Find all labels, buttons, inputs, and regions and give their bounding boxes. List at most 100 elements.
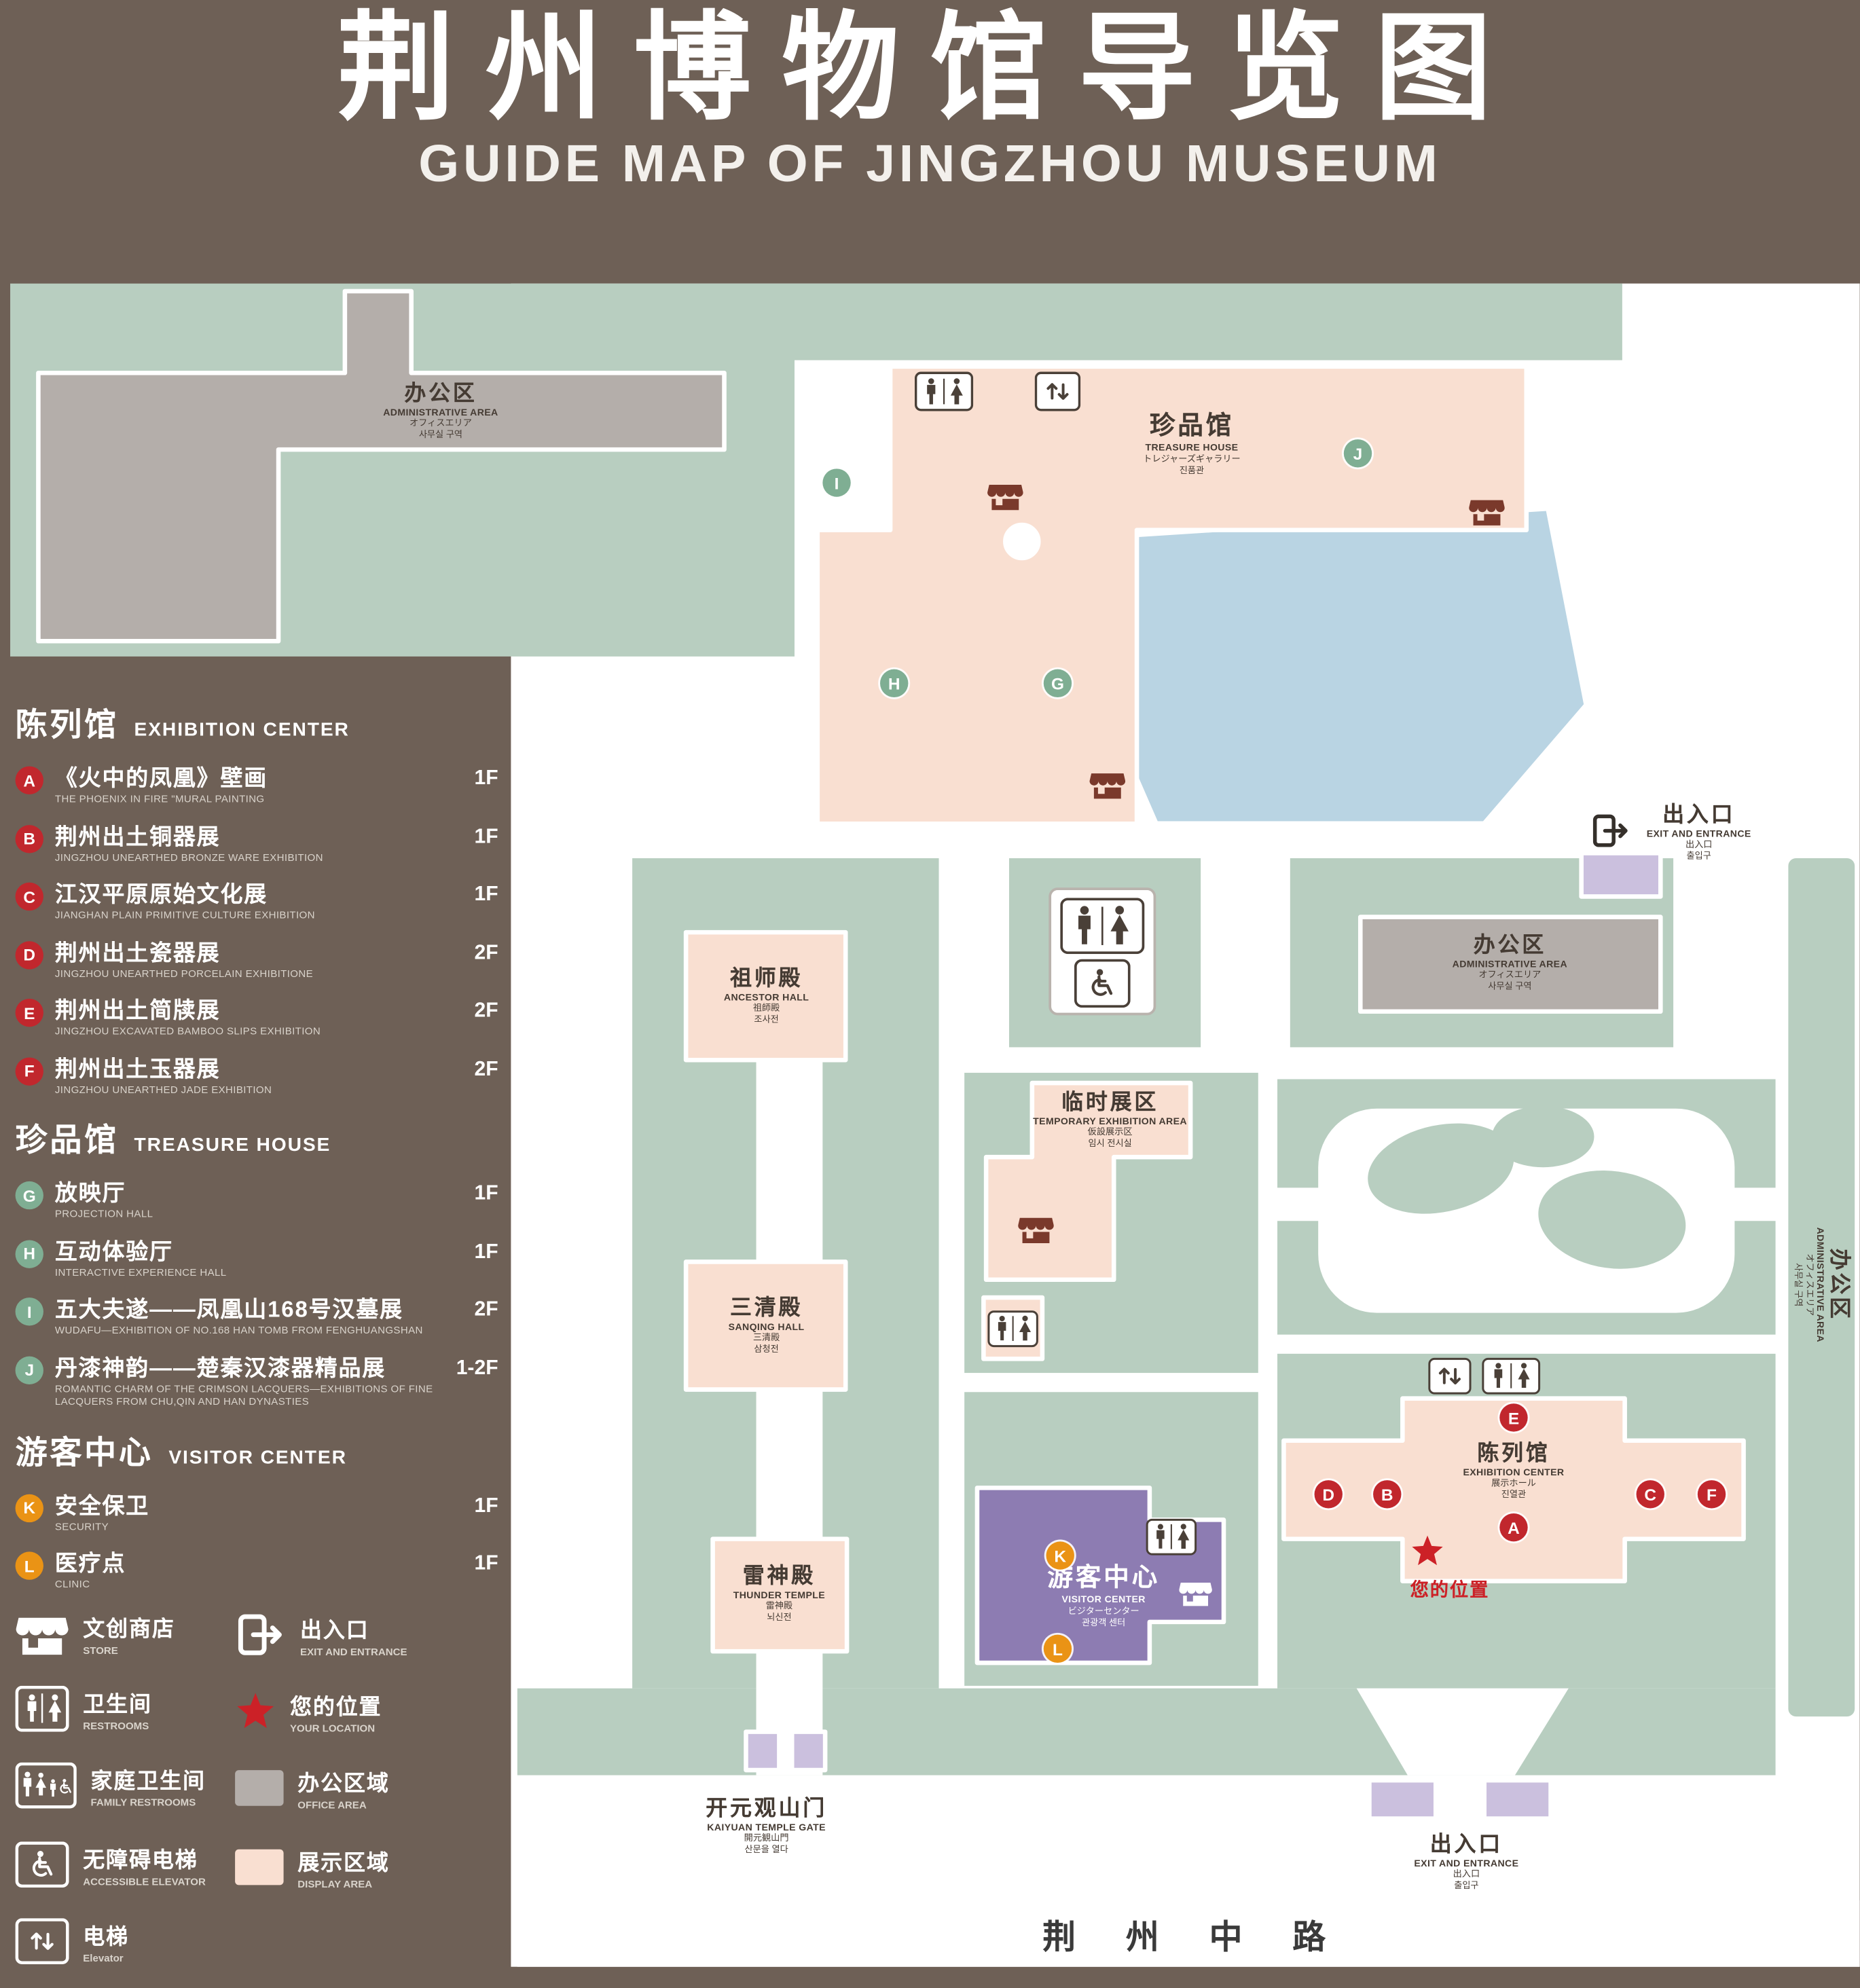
badge-K: K <box>15 1493 43 1522</box>
garden-path-west <box>1275 1188 1326 1221</box>
legend-item-J: J 丹漆神韵——楚秦汉漆器精品展 ROMANTIC CHARM OF THE C… <box>15 1355 501 1410</box>
legend-item-B: B 荆州出土铜器展 JINGZHOU UNEARTHED BRONZE WARE… <box>15 823 501 864</box>
legend-symbol-exit: 出入口 EXIT AND ENTRANCE <box>235 1611 407 1657</box>
label-visitor-center: 游客中心 VISITOR CENTER ビジターセンター 관광객 센터 <box>1047 1564 1160 1627</box>
store-icon <box>1179 1577 1212 1608</box>
store-icon <box>1018 1212 1054 1245</box>
floor-E: 2F <box>474 999 498 1022</box>
legend-symbol-your-location: 您的位置 YOUR LOCATION <box>235 1688 382 1734</box>
label-admin-area-side: 办公区 ADMINISTRATIVE AREA オフィスエリア 사무실 구역 <box>1792 1227 1852 1342</box>
legend-item-K: K 安全保卫 SECURITY 1F <box>15 1492 501 1534</box>
building-admin-top <box>36 289 727 644</box>
badge-L: L <box>15 1551 43 1580</box>
garden-island <box>1538 1170 1686 1269</box>
map-marker-K: K <box>1046 1541 1074 1570</box>
building-exhibition-center <box>1281 1396 1746 1583</box>
path-to-gate <box>756 1054 823 1775</box>
elevator-icon <box>1034 371 1081 411</box>
badge-G: G <box>15 1181 43 1210</box>
garden-path-east <box>1727 1188 1779 1221</box>
badge-B: B <box>15 824 43 853</box>
floor-G: 1F <box>474 1182 498 1204</box>
map-marker-D: D <box>1314 1480 1343 1509</box>
floor-I: 2F <box>474 1299 498 1321</box>
building-bottom-exit-west <box>1367 1778 1438 1821</box>
building-top-exit <box>1579 851 1663 899</box>
badge-H: H <box>15 1239 43 1268</box>
floor-J: 1-2F <box>456 1357 498 1379</box>
legend-section-exhibition-center: 陈列馆 EXHIBITION CENTER <box>16 700 501 746</box>
badge-D: D <box>15 940 43 969</box>
road-jingzhou-middle <box>517 1900 1860 1967</box>
map-marker-J: J <box>1343 439 1372 468</box>
label-exit-bottom: 出入口 EXIT AND ENTRANCE 出入口 출입구 <box>1414 1832 1519 1891</box>
label-exhibition-center: 陈列馆 EXHIBITION CENTER 展示ホール 진열관 <box>1463 1441 1565 1501</box>
building-temporary-exhibition <box>983 1080 1193 1283</box>
legend-symbol-office-area: 办公区域 OFFICE AREA <box>235 1765 390 1810</box>
legend-symbol-accessible-elevator: 无障碍电梯 ACCESSIBLE ELEVATOR <box>15 1841 206 1888</box>
exit-icon <box>1592 813 1630 848</box>
floor-B: 1F <box>474 826 498 848</box>
legend-section-treasure-house: 珍品馆 TREASURE HOUSE <box>15 1122 331 1159</box>
legend-symbol-store: 文创商店 STORE <box>16 1608 175 1657</box>
legend-item-H: H 互动体验厅 INTERACTIVE EXPERIENCE HALL 1F <box>15 1238 501 1280</box>
legend-item-F: F 荆州出土玉器展 JINGZHOU UNEARTHED JADE EXHIBI… <box>15 1056 501 1097</box>
badge-C: C <box>15 882 43 911</box>
label-treasure-house: 珍品馆 TREASURE HOUSE トレジャーズギャラリー 진품관 <box>1143 411 1241 476</box>
family-restroom-icon <box>15 1761 77 1808</box>
legend-symbol-restrooms: 卫生间 RESTROOMS <box>15 1685 152 1731</box>
legend-item-C: C 江汉平原原始文化展 JIANGHAN PLAIN PRIMITIVE CUL… <box>15 881 501 923</box>
store-icon <box>1469 494 1505 528</box>
legend-sidebar: 陈列馆 EXHIBITION CENTER A 《火中的凤凰》壁画 THE PH… <box>15 682 501 1988</box>
label-admin-area-right: 办公区 ADMINISTRATIVE AREA オフィスエリア 사무실 구역 <box>1452 932 1568 992</box>
section-title-en: EXHIBITION CENTER <box>134 719 350 741</box>
garden-island <box>1492 1105 1594 1168</box>
label-temporary-exhibition: 临时展区 TEMPORARY EXHIBITION AREA 仮設展示区 임시 … <box>1033 1090 1187 1149</box>
label-admin-area-top: 办公区 ADMINISTRATIVE AREA オフィスエリア 사무실 구역 <box>383 381 498 441</box>
floor-L: 1F <box>474 1553 498 1575</box>
map-marker-L: L <box>1043 1634 1072 1663</box>
restroom-icon <box>1060 898 1145 955</box>
garden-island <box>1368 1123 1514 1214</box>
elevator-icon <box>15 1917 69 1964</box>
title-zh: 荆州博物馆导览图 <box>337 3 1523 134</box>
accessible-restroom-icon <box>1074 959 1131 1008</box>
accessible-elevator-icon <box>15 1841 69 1888</box>
map-marker-I: I <box>822 468 851 497</box>
legend-symbols: 文创商店 STORE 出入口 EXIT AND ENTRANCE 卫生间 RES… <box>15 1608 501 1988</box>
badge-A: A <box>15 766 43 794</box>
page-title: 荆州博物馆导览图 GUIDE MAP OF JINGZHOU MUSEUM <box>0 3 1860 195</box>
label-kaiyuan-gate: 开元观山门 KAIYUAN TEMPLE GATE 開元観山門 산문을 열다 <box>706 1796 827 1856</box>
label-road: 荆 州 中 路 <box>1042 1917 1347 1956</box>
floor-F: 2F <box>474 1058 498 1080</box>
office-area-swatch <box>235 1769 284 1805</box>
legend-item-L: L 医疗点 CLINIC 1F <box>15 1551 501 1592</box>
elevator-icon <box>1428 1357 1472 1395</box>
label-sanqing-hall: 三清殿 SANQING HALL 三清殿 삼청전 <box>728 1295 805 1355</box>
building-thunder-temple <box>710 1536 850 1654</box>
building-gate-west <box>744 1729 782 1773</box>
pavilion-dot <box>1003 522 1041 561</box>
label-exit-top: 出入口 EXIT AND ENTRANCE 出入口 출입구 <box>1646 802 1751 862</box>
lawn-right-strip <box>1788 858 1855 1717</box>
map-marker-E: E <box>1499 1403 1528 1432</box>
store-icon <box>987 479 1023 512</box>
label-thunder-temple: 雷神殿 THUNDER TEMPLE 雷神殿 뇌신전 <box>733 1564 826 1623</box>
building-sanqing-hall <box>683 1259 848 1392</box>
legend-item-D: D 荆州出土瓷器展 JINGZHOU UNEARTHED PORCELAIN E… <box>15 940 501 981</box>
restroom-icon <box>914 371 974 411</box>
path-bottom-exit <box>1356 1688 1569 1775</box>
badge-J: J <box>15 1355 43 1384</box>
building-treasure-house <box>815 364 1529 826</box>
exit-icon <box>235 1613 286 1656</box>
floor-H: 1F <box>474 1240 498 1263</box>
legend-item-A: A 《火中的凤凰》壁画 THE PHOENIX IN FIRE "MURAL P… <box>15 765 501 807</box>
legend-item-G: G 放映厅 PROJECTION HALL 1F <box>15 1180 501 1221</box>
map-marker-A: A <box>1499 1513 1528 1542</box>
map-marker-F: F <box>1697 1480 1726 1509</box>
floor-A: 1F <box>474 767 498 790</box>
store-icon <box>16 1608 69 1657</box>
